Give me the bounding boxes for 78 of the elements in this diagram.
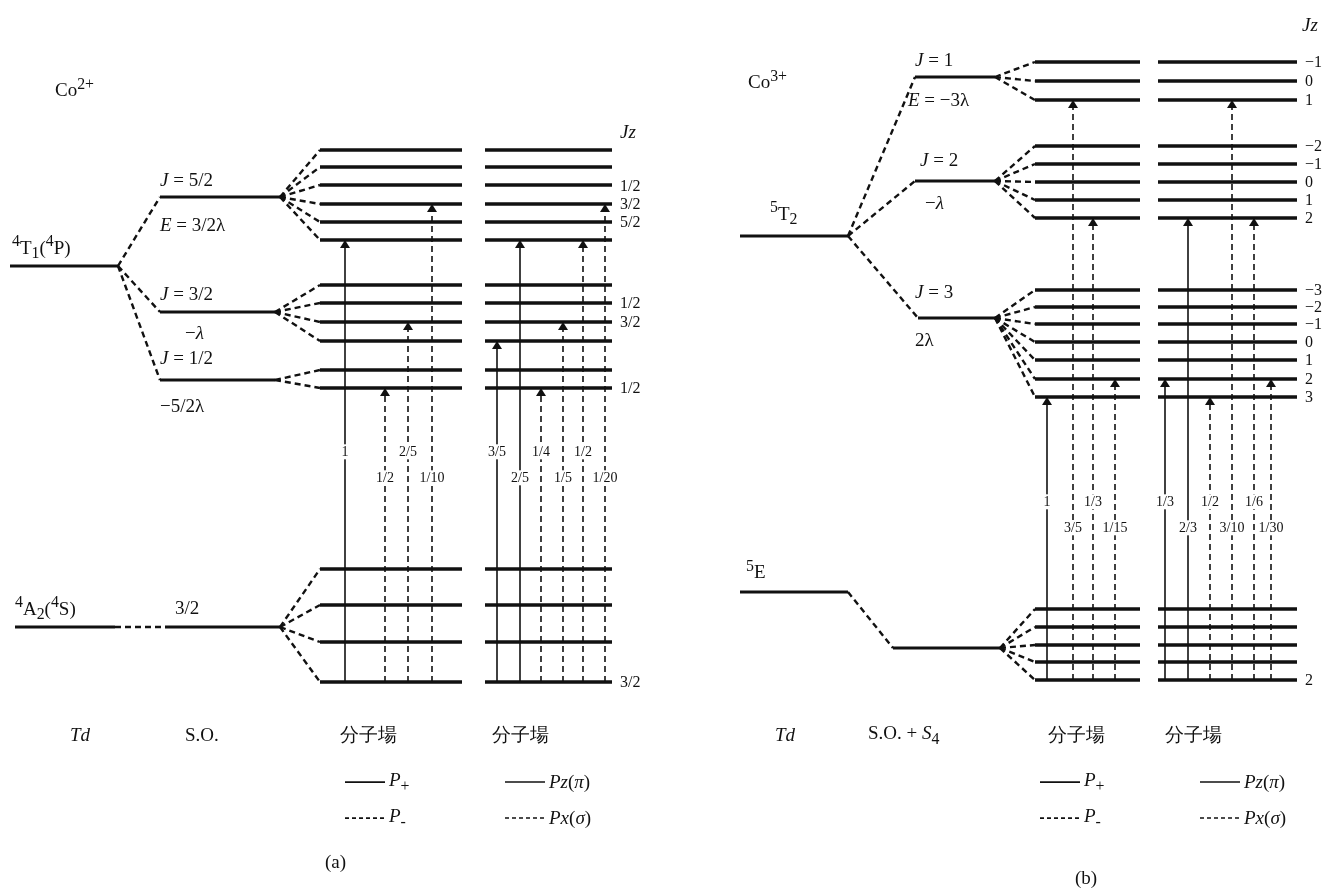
- intensity-fraction: 3/10: [1218, 520, 1246, 536]
- legend-text: P$_{-}$: [1084, 805, 1101, 831]
- j-state-label: J = 3/2: [160, 283, 213, 305]
- ion-label: Co$^{3+}$: [748, 66, 788, 94]
- axis-heading: Jz: [620, 121, 636, 143]
- jz-value-label: −1: [1305, 315, 1323, 333]
- term-symbol-label: $^{5}$E: [746, 556, 766, 584]
- legend-text: Pz(π): [1244, 771, 1286, 793]
- intensity-fraction: 1/3: [1155, 494, 1175, 510]
- jz-value-label: −1: [1305, 53, 1323, 71]
- panel-label: (a): [325, 851, 347, 873]
- intensity-fraction: 1/6: [1244, 494, 1264, 510]
- legend-text: P$_{+}$: [1084, 769, 1105, 795]
- column-caption: 分子場: [492, 724, 549, 746]
- jz-value-label: 2: [1305, 370, 1313, 388]
- legend-text: P$_{-}$: [389, 805, 406, 831]
- jz-value-label: 0: [1305, 72, 1313, 90]
- jz-value-label: −1: [1305, 155, 1323, 173]
- jz-value-label: −3: [1305, 281, 1323, 299]
- intensity-fraction: 1/2: [573, 444, 593, 460]
- j-state-label: 3/2: [175, 597, 200, 619]
- energy-label: −λ: [925, 192, 944, 214]
- intensity-fraction: 1: [1042, 494, 1052, 510]
- jz-value-label: 2: [1305, 209, 1313, 227]
- column-caption: 分子場: [1048, 724, 1105, 746]
- j-state-label: J = 3: [915, 281, 954, 303]
- column-caption: 分子場: [1165, 724, 1222, 746]
- intensity-fraction: 1/15: [1101, 520, 1129, 536]
- jz-value-label: 3/2: [620, 195, 641, 213]
- jz-value-label: 1: [1305, 91, 1313, 109]
- intensity-fraction: 1: [340, 444, 350, 460]
- j-state-label: J = 1: [915, 49, 954, 71]
- term-symbol-label: $^{4}$T$_{1}$($^{4}$P): [12, 232, 71, 262]
- jz-value-label: 3: [1305, 388, 1313, 406]
- intensity-fraction: 1/3: [1083, 494, 1103, 510]
- intensity-fraction: 1/4: [531, 444, 551, 460]
- jz-value-label: −2: [1305, 298, 1323, 316]
- energy-label: 2λ: [915, 329, 934, 351]
- jz-value-label: 0: [1305, 173, 1313, 191]
- term-symbol-label: $^{5}$T$_{2}$: [770, 198, 798, 228]
- jz-value-label: −2: [1305, 137, 1323, 155]
- panel-label: (b): [1075, 867, 1098, 889]
- ion-label: Co$^{2+}$: [55, 74, 95, 102]
- jz-value-label: 1/2: [620, 177, 641, 195]
- axis-heading: Jz: [1302, 14, 1318, 36]
- jz-value-label: 3/2: [620, 313, 641, 331]
- legend-text: Px(σ): [549, 807, 592, 829]
- jz-value-label: 2: [1305, 671, 1313, 689]
- column-caption: Td: [70, 724, 91, 746]
- legend-text: P$_{+}$: [389, 769, 410, 795]
- intensity-fraction: 3/5: [1063, 520, 1083, 536]
- column-caption: S.O.: [185, 724, 219, 746]
- jz-value-label: 1/2: [620, 379, 641, 397]
- intensity-fraction: 2/5: [398, 444, 418, 460]
- j-state-label: J = 5/2: [160, 169, 213, 191]
- jz-value-label: 1: [1305, 351, 1313, 369]
- column-caption: Td: [775, 724, 796, 746]
- column-caption: 分子場: [340, 724, 397, 746]
- intensity-fraction: 2/3: [1178, 520, 1198, 536]
- energy-label: −λ: [185, 322, 204, 344]
- jz-value-label: 3/2: [620, 673, 641, 691]
- energy-label: −5/2λ: [160, 395, 205, 417]
- j-state-label: J = 1/2: [160, 347, 213, 369]
- legend-text: Px(σ): [1244, 807, 1287, 829]
- energy-label: E = 3/2λ: [160, 214, 226, 236]
- intensity-fraction: 3/5: [487, 444, 507, 460]
- jz-value-label: 1: [1305, 191, 1313, 209]
- intensity-fraction: 1/30: [1257, 520, 1285, 536]
- energy-label: E = −3λ: [908, 89, 970, 111]
- column-caption: S.O. + S$_{4}$: [868, 722, 940, 748]
- intensity-fraction: 1/2: [1200, 494, 1220, 510]
- j-state-label: J = 2: [920, 149, 959, 171]
- intensity-fraction: 2/5: [510, 470, 530, 486]
- term-symbol-label: $^{4}$A$_{2}$($^{4}$S): [15, 593, 76, 623]
- jz-value-label: 1/2: [620, 294, 641, 312]
- jz-value-label: 5/2: [620, 213, 641, 231]
- jz-value-label: 0: [1305, 333, 1313, 351]
- legend-text: Pz(π): [549, 771, 591, 793]
